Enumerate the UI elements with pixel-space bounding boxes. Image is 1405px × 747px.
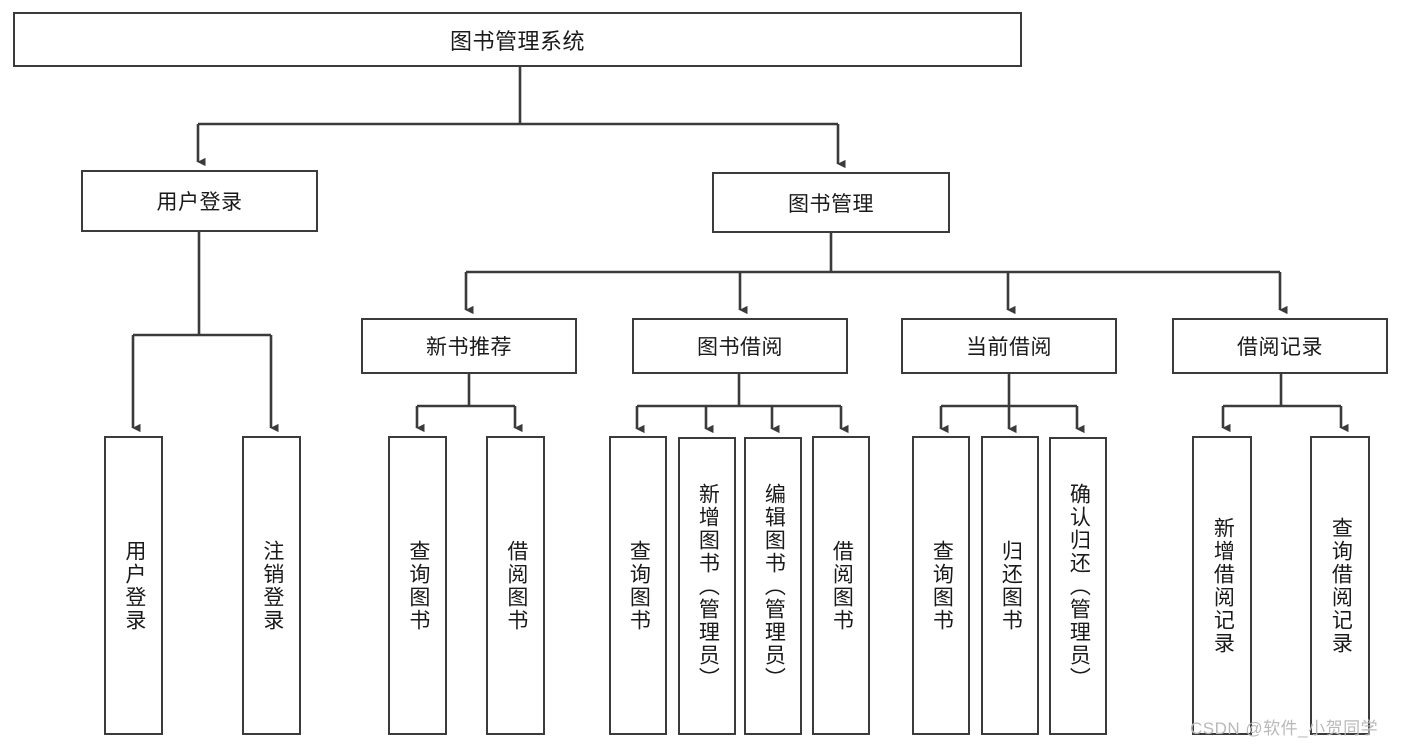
csdn-watermark: CSDN @软件_小贺同学 — [1190, 719, 1379, 738]
leaf-label: 注销登录 — [260, 539, 284, 632]
node-new-book-recommendation[interactable]: 新书推荐 — [361, 318, 577, 374]
leaf-label: 编辑图书（管理员） — [762, 482, 786, 690]
leaf-user-login-logout[interactable]: 注销登录 — [242, 436, 301, 735]
leaf-book-borrow-borrow-books[interactable]: 借阅图书 — [812, 436, 870, 735]
node-root-book-management-system[interactable]: 图书管理系统 — [13, 12, 1022, 67]
leaf-label: 查询图书 — [627, 539, 651, 632]
leaf-label: 查询图书 — [930, 539, 954, 632]
leaf-label: 借阅图书 — [504, 539, 528, 632]
leaf-book-borrow-query-books[interactable]: 查询图书 — [609, 436, 667, 735]
leaf-label: 用户登录 — [122, 539, 146, 632]
leaf-label: 新增图书（管理员） — [696, 482, 720, 690]
leaf-current-borrow-query-books[interactable]: 查询图书 — [912, 436, 970, 735]
leaf-book-borrow-add-book-admin[interactable]: 新增图书（管理员） — [678, 437, 736, 735]
leaf-label: 归还图书 — [999, 539, 1023, 632]
leaf-label: 借阅图书 — [830, 539, 854, 632]
leaf-new-book-query-books[interactable]: 查询图书 — [388, 436, 447, 735]
node-current-borrowing[interactable]: 当前借阅 — [901, 318, 1117, 374]
leaf-label: 新增借阅记录 — [1211, 516, 1235, 655]
leaf-label: 查询借阅记录 — [1329, 516, 1353, 655]
node-borrowing-record[interactable]: 借阅记录 — [1172, 318, 1388, 374]
leaf-borrow-record-add-record[interactable]: 新增借阅记录 — [1192, 436, 1252, 735]
leaf-new-book-borrow-books[interactable]: 借阅图书 — [486, 436, 545, 735]
leaf-current-borrow-return-books[interactable]: 归还图书 — [981, 436, 1039, 735]
node-book-management[interactable]: 图书管理 — [712, 172, 950, 233]
node-book-borrowing[interactable]: 图书借阅 — [632, 318, 848, 374]
leaf-label: 确认归还（管理员） — [1067, 482, 1091, 690]
leaf-borrow-record-query-record[interactable]: 查询借阅记录 — [1310, 436, 1370, 735]
node-user-login[interactable]: 用户登录 — [81, 170, 318, 232]
leaf-current-borrow-confirm-return-admin[interactable]: 确认归还（管理员） — [1049, 437, 1107, 735]
leaf-book-borrow-edit-book-admin[interactable]: 编辑图书（管理员） — [744, 437, 802, 735]
leaf-user-login-login[interactable]: 用户登录 — [104, 436, 163, 735]
leaf-label: 查询图书 — [406, 539, 430, 632]
